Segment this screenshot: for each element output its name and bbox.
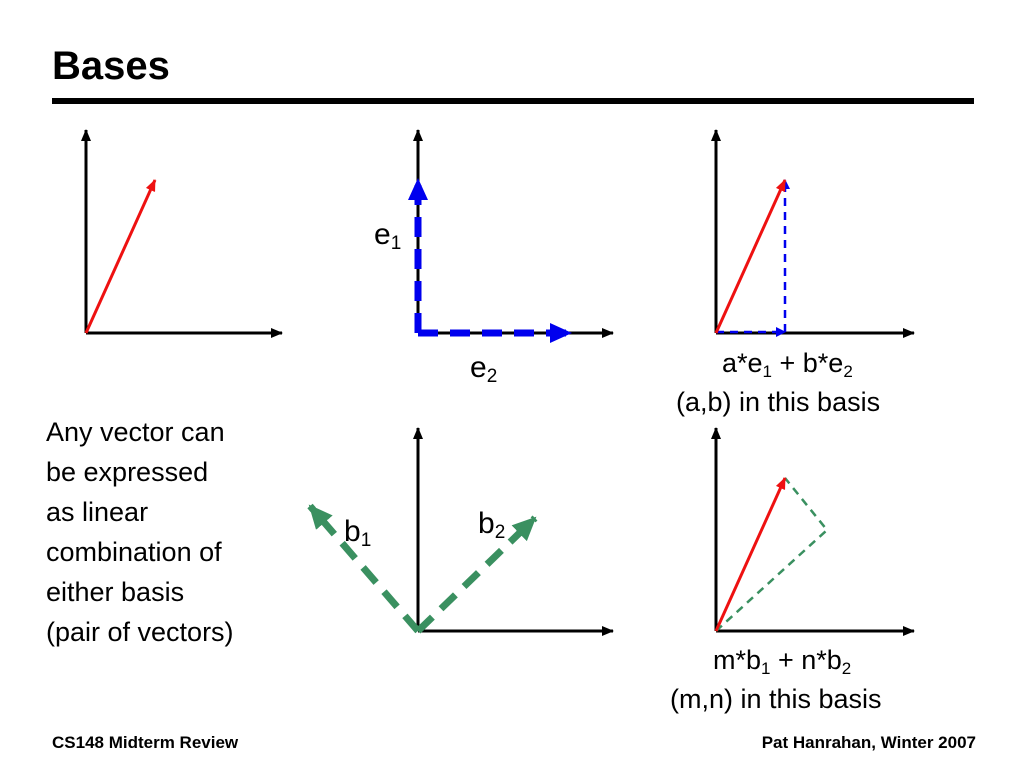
b-basis-coords: (m,n) in this basis: [670, 684, 882, 714]
panel-rotated-basis: [307, 427, 614, 636]
explanation-line: be expressed: [46, 457, 209, 487]
explanation-line: as linear: [46, 497, 149, 527]
b1-label: b1: [344, 515, 372, 551]
panel-standard-basis: [408, 129, 614, 343]
b2-vector: [415, 515, 538, 634]
panel-vector: [81, 129, 283, 338]
explanation-line: either basis: [46, 577, 185, 607]
panel-b-combination: [711, 427, 915, 636]
e2-label: e2: [470, 351, 498, 387]
e1-label: e1: [374, 218, 402, 254]
e-combination-formula: a*e1 + b*e2: [722, 348, 853, 381]
b2-label: b2: [478, 507, 506, 543]
red-vector: [84, 179, 157, 334]
red-vector: [714, 179, 787, 334]
explanation-text: Any vector can be expressed as linear co…: [46, 412, 234, 652]
footer-course: CS148 Midterm Review: [52, 733, 239, 752]
b1-vector: [307, 503, 421, 634]
red-vector: [714, 477, 787, 632]
explanation-line: Any vector can: [46, 417, 225, 447]
b-components: [715, 477, 829, 632]
b-combination-formula: m*b1 + n*b2: [713, 645, 852, 678]
explanation-line: combination of: [46, 537, 222, 567]
slide-title: Bases: [52, 44, 170, 88]
e-basis-coords: (a,b) in this basis: [676, 387, 881, 417]
title-rule: [52, 98, 974, 104]
footer-author: Pat Hanrahan, Winter 2007: [761, 733, 976, 752]
explanation-line: (pair of vectors): [46, 617, 234, 647]
panel-e-combination: [711, 129, 915, 338]
